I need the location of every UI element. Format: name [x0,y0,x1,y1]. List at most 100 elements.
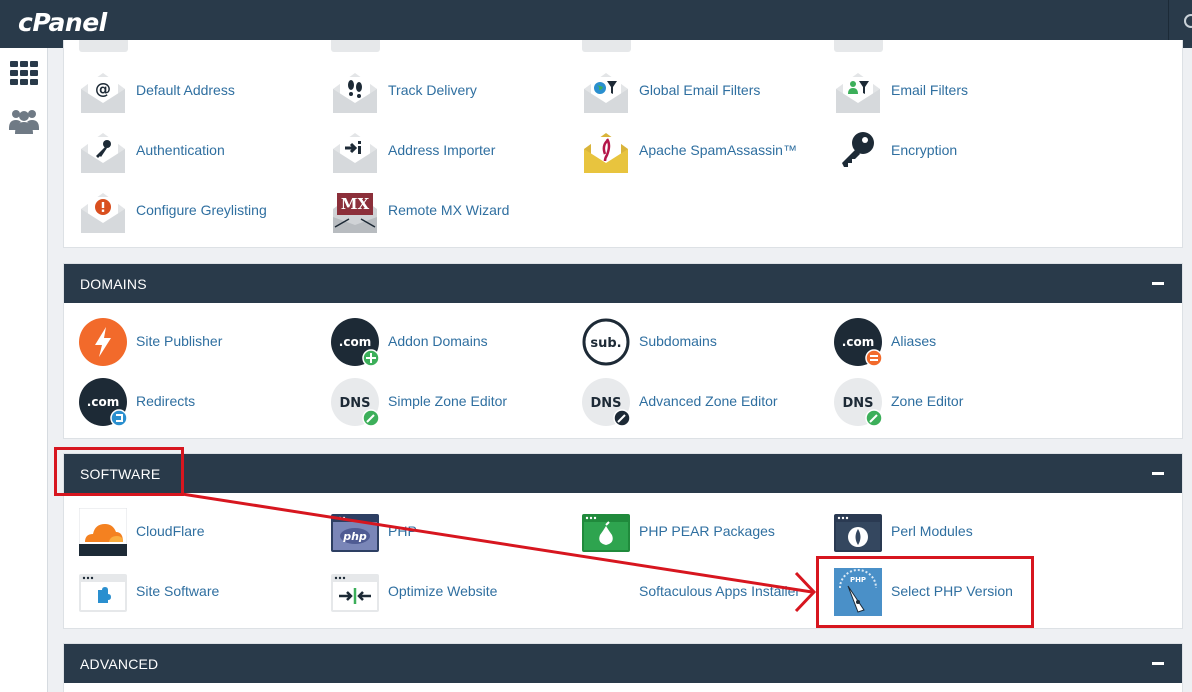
envelope-feather-icon [584,133,628,173]
partial-icon [834,40,883,52]
php-gauge-icon: PHP [834,568,882,616]
softaculous-apps-installer-link[interactable]: Softaculous Apps Installer [582,567,822,617]
remote-mx-wizard-link[interactable]: MX Remote MX Wizard [331,186,571,236]
section-header[interactable]: DOMAINS [64,264,1182,303]
domains-section: DOMAINS Site Publisher .com Addon Domain… [63,263,1183,439]
item-label: Aliases [891,333,937,349]
select-php-version-link[interactable]: PHP Select PHP Version [834,567,1074,617]
item-label: Site Publisher [136,333,223,349]
configure-greylisting-link[interactable]: Configure Greylisting [79,186,319,236]
simple-zone-editor-link[interactable]: DNS Simple Zone Editor [331,377,571,427]
svg-text:MX: MX [341,195,370,213]
item-label: Global Email Filters [639,82,761,98]
item-label: Subdomains [639,333,717,349]
php-pear-packages-link[interactable]: PHP PEAR Packages [582,507,822,557]
address-importer-link[interactable]: Address Importer [331,126,571,176]
item-label: Authentication [136,142,225,158]
apache-spamassassin-link[interactable]: Apache SpamAssassin™ [582,126,822,176]
cloudflare-link[interactable]: CloudFlare [79,507,319,557]
email-section: @ Default Address Track Delivery Global … [63,40,1183,248]
section-title: DOMAINS [80,276,147,292]
cpanel-logo[interactable]: cPanel [18,8,107,37]
cloud-icon [79,508,127,556]
svg-text:DNS: DNS [842,396,873,411]
dotcom-redirect-icon: .com [79,378,127,426]
lightning-icon [79,318,127,366]
item-label: Optimize Website [388,583,498,599]
default-address-link[interactable]: @ Default Address [79,66,319,116]
envelope-at-icon: @ [81,73,125,113]
svg-text:sub.: sub. [590,336,621,351]
annotation-box-select-php [816,556,1034,628]
envelope-user-filter-icon [836,73,880,113]
encryption-link[interactable]: Encryption [834,126,1074,176]
svg-text:php: php [342,530,367,543]
partial-icon [582,40,631,52]
topbar-divider [1168,0,1169,48]
item-label: Simple Zone Editor [388,393,508,409]
sub-icon: sub. [582,318,630,366]
svg-text:PHP: PHP [850,576,866,584]
collapse-icon[interactable] [1152,472,1164,475]
zone-editor-link[interactable]: DNS Zone Editor [834,377,1074,427]
track-delivery-link[interactable]: Track Delivery [331,66,571,116]
item-label: Site Software [136,583,220,599]
advanced-zone-editor-link[interactable]: DNS Advanced Zone Editor [582,377,822,427]
envelope-globe-filter-icon [584,73,628,113]
envelope-warning-icon [81,193,125,233]
perl-modules-link[interactable]: Perl Modules [834,507,1074,557]
svg-text:DNS: DNS [590,396,621,411]
optimize-website-link[interactable]: Optimize Website [331,567,571,617]
item-label: Addon Domains [388,333,488,349]
dns-advanced-edit-icon: DNS [582,378,630,426]
item-label: Encryption [891,142,958,158]
svg-text:.com: .com [842,335,874,349]
item-label: CloudFlare [136,523,205,539]
item-label: Remote MX Wizard [388,202,510,218]
section-title: SOFTWARE [80,466,161,482]
authentication-link[interactable]: Authentication [79,126,319,176]
search-icon[interactable] [1184,14,1192,28]
item-label: PHP [388,523,417,539]
php-window-icon: php [331,514,379,552]
item-label: Zone Editor [891,393,964,409]
item-label: PHP PEAR Packages [639,523,775,539]
envelope-key-icon [81,133,125,173]
key-icon [842,132,874,167]
item-label: Address Importer [388,142,496,158]
site-publisher-link[interactable]: Site Publisher [79,317,319,367]
users-icon[interactable] [8,104,40,136]
dotcom-equals-icon: .com [834,318,882,366]
redirects-link[interactable]: .com Redirects [79,377,319,427]
section-header[interactable]: SOFTWARE [64,454,1182,493]
site-software-link[interactable]: Site Software [79,567,319,617]
global-email-filters-link[interactable]: Global Email Filters [582,66,822,116]
sidebar [0,48,48,692]
grid-icon[interactable] [8,57,40,89]
dns-edit-icon: DNS [331,378,379,426]
section-title: ADVANCED [80,656,159,672]
email-filters-link[interactable]: Email Filters [834,66,1074,116]
svg-text:@: @ [95,79,111,98]
pear-window-icon [582,514,630,552]
addon-domains-link[interactable]: .com Addon Domains [331,317,571,367]
collapse-icon[interactable] [1152,282,1164,285]
puzzle-window-icon [79,574,127,612]
mx-envelope-icon: MX [333,193,377,233]
item-label: Apache SpamAssassin™ [639,142,797,158]
envelope-import-icon [333,133,377,173]
collapse-icon[interactable] [1152,662,1164,665]
aliases-link[interactable]: .com Aliases [834,317,1074,367]
item-label: Redirects [136,393,196,409]
item-label: Select PHP Version [891,583,1013,599]
item-label: Advanced Zone Editor [639,393,778,409]
item-label: Softaculous Apps Installer [639,583,801,599]
item-label: Track Delivery [388,82,477,98]
section-header[interactable]: ADVANCED [64,644,1182,683]
item-label: Email Filters [891,82,969,98]
item-label: Perl Modules [891,523,973,539]
item-label: Default Address [136,82,235,98]
php-link[interactable]: php PHP [331,507,571,557]
dns-zone-edit-icon: DNS [834,378,882,426]
subdomains-link[interactable]: sub. Subdomains [582,317,822,367]
